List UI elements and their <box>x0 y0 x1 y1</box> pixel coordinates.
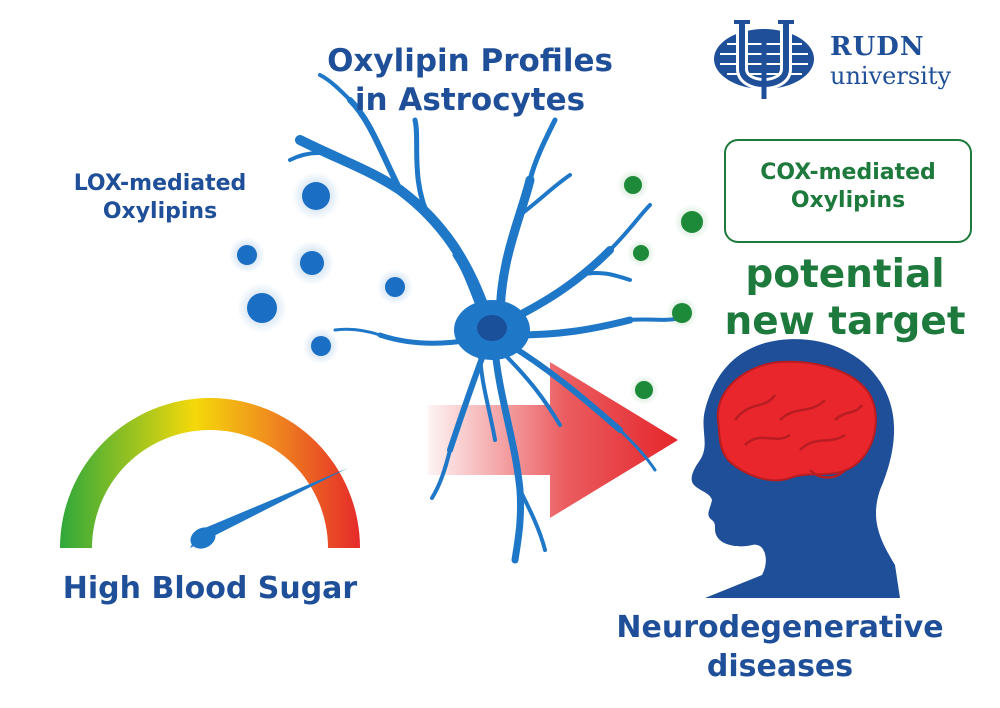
right-arrow-icon <box>428 362 678 518</box>
lox-label: LOX-mediated Oxylipins <box>73 171 247 224</box>
speedometer-gauge-icon <box>60 398 360 549</box>
potential-target-label: potential new target <box>724 252 966 344</box>
human-head-brain-icon <box>691 339 900 598</box>
high-blood-sugar-label: High Blood Sugar <box>62 571 358 606</box>
lox-oxylipin-dots <box>229 172 413 364</box>
astrocyte-icon <box>288 73 682 564</box>
cox-label-box: COX-mediated Oxylipins <box>724 139 972 243</box>
diagram-title: Oxylipin Profiles in Astrocytes <box>327 43 613 118</box>
logo-subtitle: university <box>830 62 952 90</box>
neurodegenerative-label: Neurodegenerative diseases <box>616 610 944 684</box>
rudn-logo-icon <box>714 20 814 99</box>
logo-name: RUDN <box>830 32 925 62</box>
cox-oxylipin-dots <box>617 169 710 405</box>
cox-label: COX-mediated Oxylipins <box>760 160 936 213</box>
rudn-logo: RUDN university <box>712 14 992 104</box>
